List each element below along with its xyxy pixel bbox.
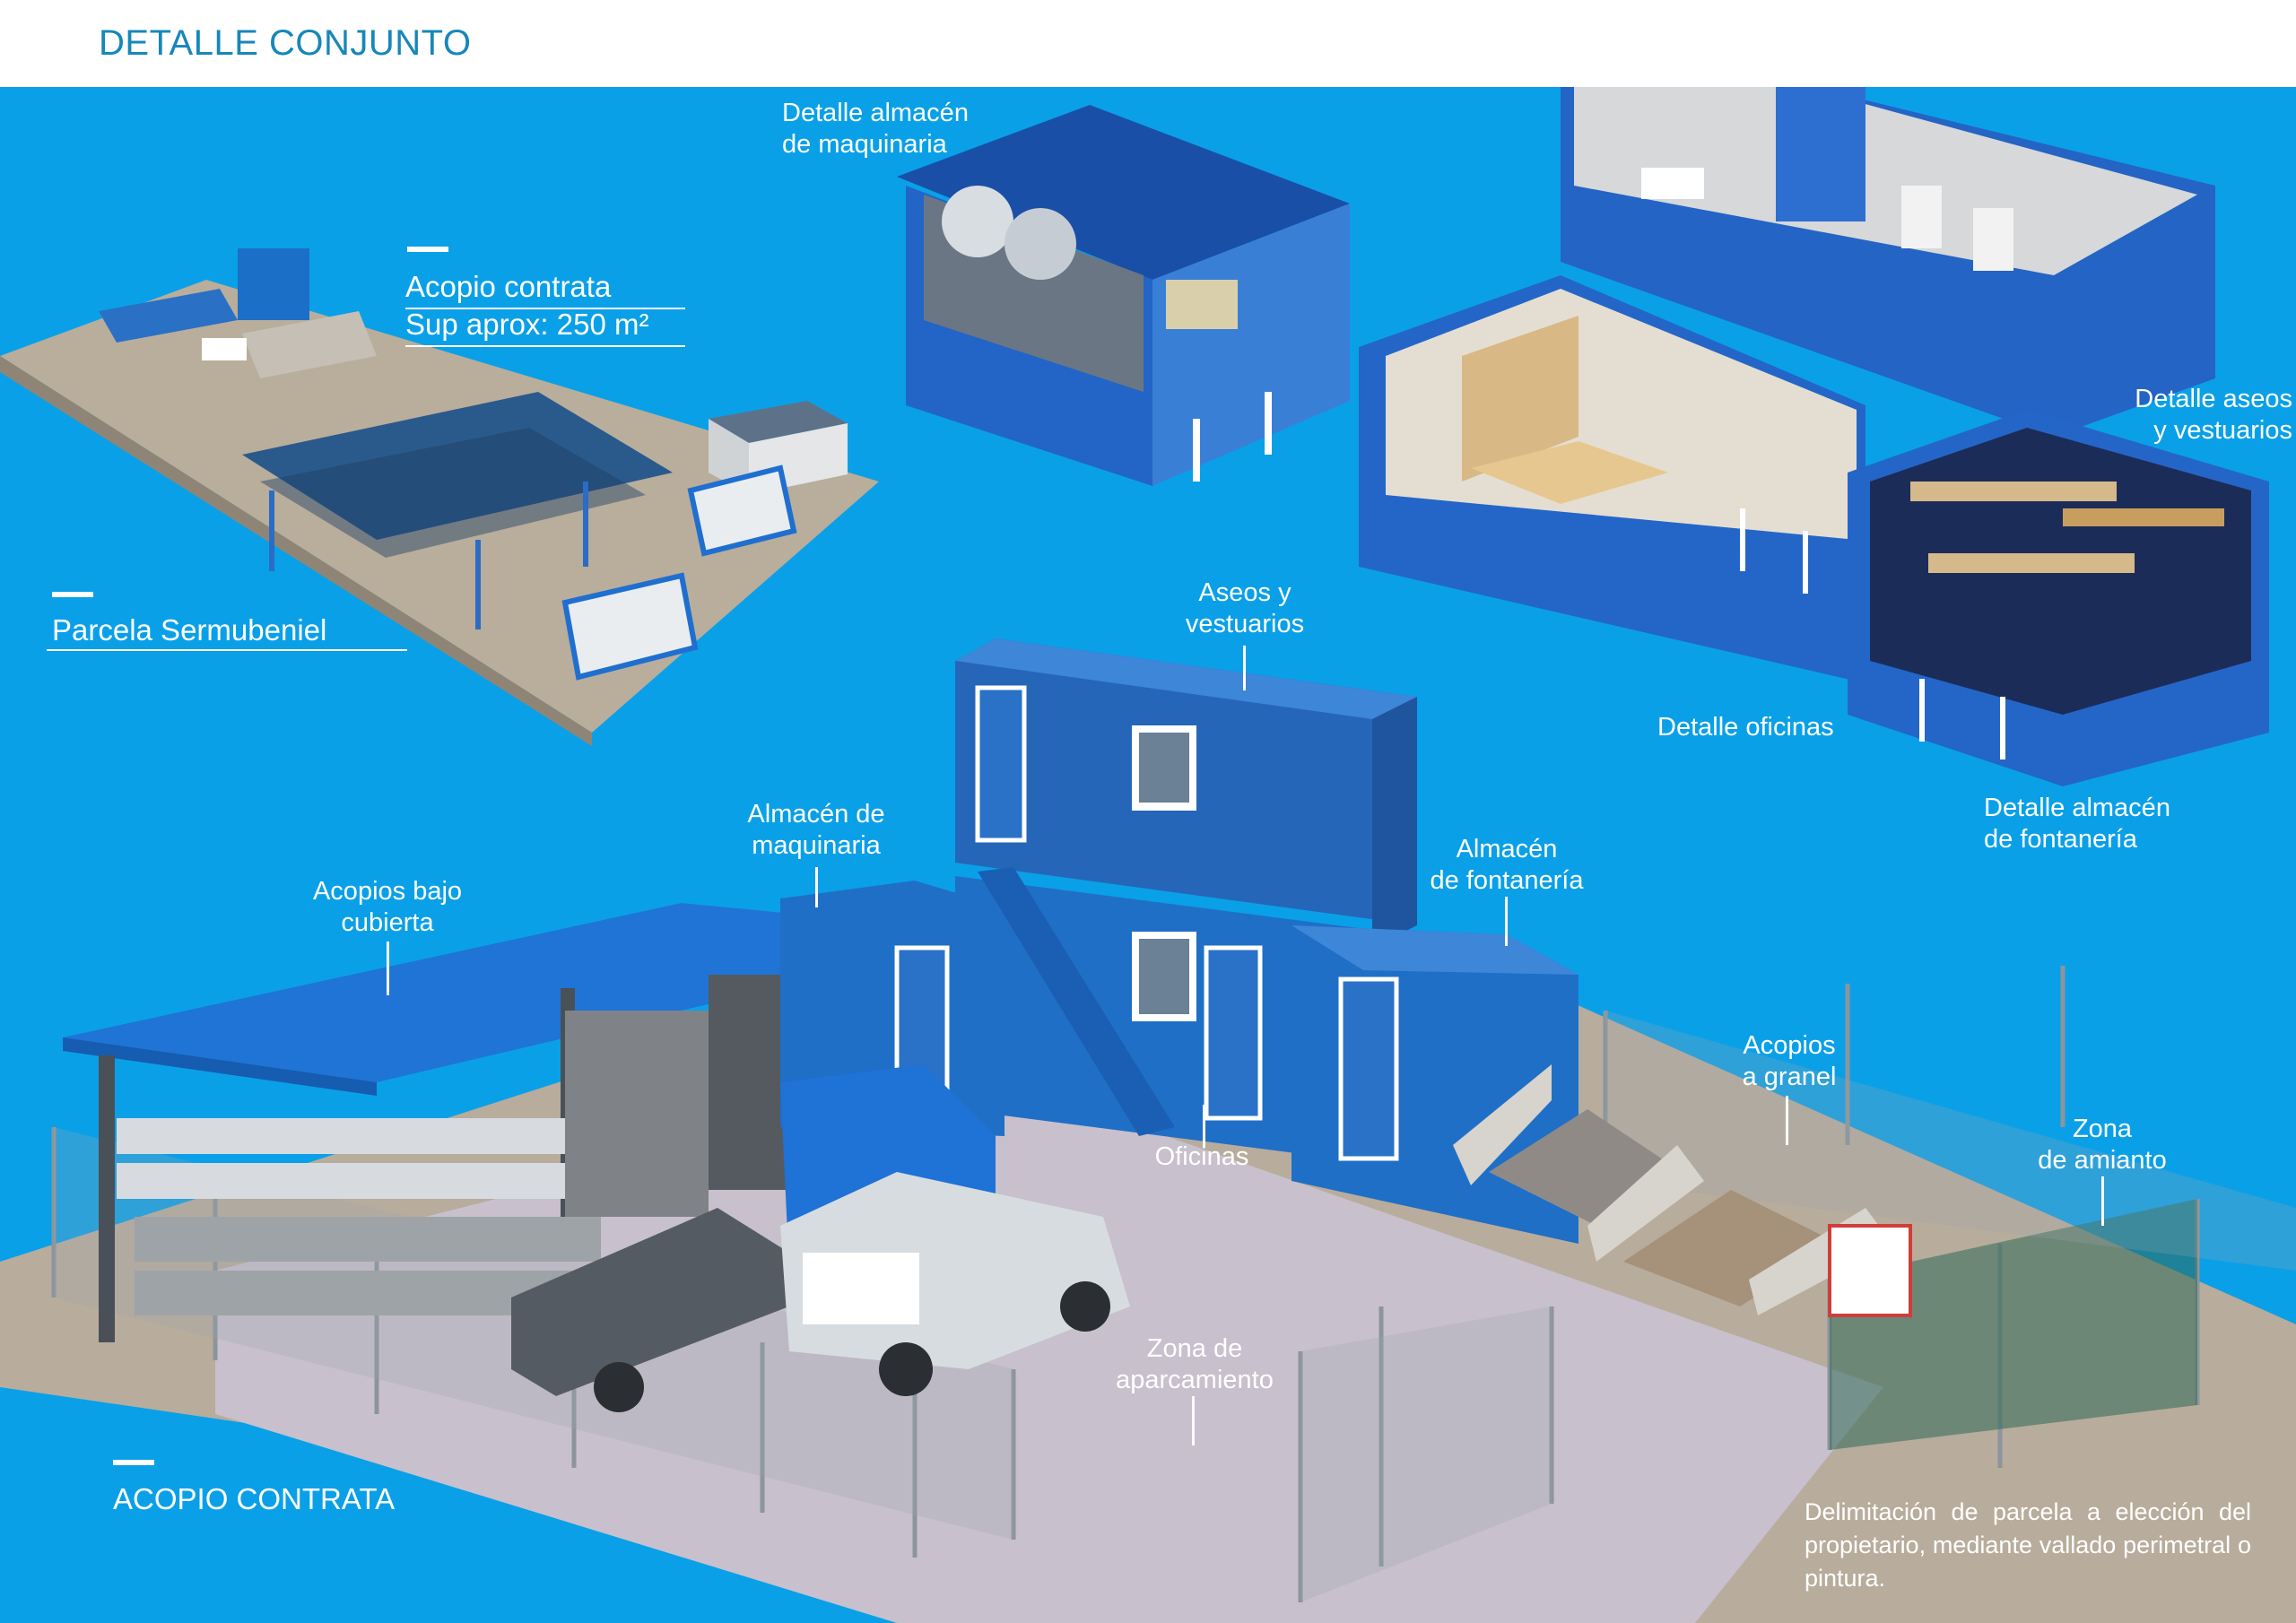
oficinas-leader <box>1203 1105 1205 1148</box>
acopios-cubierta-leader <box>387 942 389 995</box>
site-illustration: Detalle almacén de maquinaria Acopio con… <box>0 87 2296 1623</box>
overview-plot <box>0 248 879 746</box>
header: DETALLE CONJUNTO <box>0 0 2296 87</box>
page-title: DETALLE CONJUNTO <box>99 23 472 63</box>
acopio-underline <box>405 308 685 309</box>
aseos-leader <box>1243 646 1246 690</box>
label-acopio-contrata: Acopio contrata <box>405 270 612 303</box>
detalle-fontaneria-drawing <box>1848 410 2269 786</box>
label-zona-amianto: Zona de amianto <box>2038 1115 2167 1175</box>
label-acopios-bajo-cubierta: Acopios bajo cubierta <box>312 877 463 937</box>
acopio-bullet <box>407 247 448 252</box>
almacen-fontaneria-leader <box>1505 897 1508 946</box>
main-site <box>0 638 2296 1623</box>
parcela-underline <box>47 649 407 651</box>
almacen-maquinaria-leader <box>815 867 818 907</box>
aparcamiento-leader <box>1192 1396 1195 1445</box>
label-parcela: Parcela Sermubeniel <box>52 613 327 647</box>
label-detalle-oficinas: Detalle oficinas <box>1657 713 1834 742</box>
label-oficinas: Oficinas <box>1154 1142 1249 1171</box>
acopios-granel-leader <box>1786 1096 1788 1145</box>
detalle-oficinas-drawing <box>1359 275 1866 683</box>
acopio-contrata-bullet <box>113 1460 154 1465</box>
parcela-bullet <box>52 592 93 597</box>
label-acopio-contrata-main: ACOPIO CONTRATA <box>113 1482 396 1515</box>
detalle-almacen-maquinaria-drawing <box>897 105 1350 486</box>
label-detalle-almacen-maquinaria: Detalle almacén de maquinaria <box>782 99 969 159</box>
label-superficie: Sup aprox: 250 m² <box>405 308 649 341</box>
label-almacen-maquinaria: Almacén de maquinaria <box>747 800 885 860</box>
zona-amianto-leader <box>2101 1176 2104 1226</box>
nota-delimitacion: Delimitación de parcela a elección del p… <box>1805 1498 2251 1592</box>
label-acopios-granel: Acopios a granel <box>1742 1031 1837 1091</box>
site-drawing <box>0 87 2296 1623</box>
label-detalle-aseos: Detalle aseos y vestuarios <box>2135 385 2292 445</box>
superficie-underline <box>405 345 685 347</box>
detalle-aseos-drawing <box>1561 87 2215 437</box>
label-almacen-fontaneria: Almacén de fontanería <box>1430 835 1584 895</box>
label-zona-aparcamiento: Zona de aparcamiento <box>1116 1334 1274 1394</box>
label-detalle-fontaneria: Detalle almacén de fontanería <box>1984 794 2170 854</box>
label-aseos-vestuarios: Aseos y vestuarios <box>1185 578 1305 638</box>
